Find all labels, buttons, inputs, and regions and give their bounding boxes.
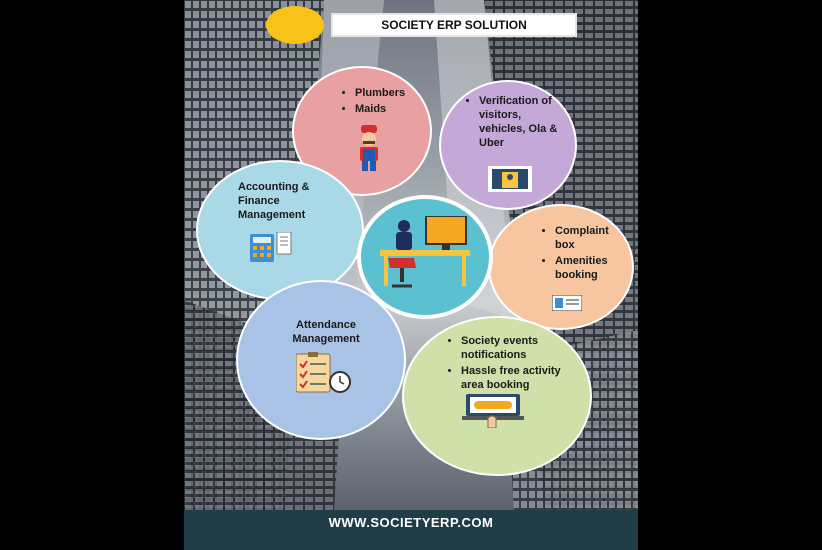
page-title: SOCIETY ERP SOLUTION bbox=[331, 13, 577, 37]
decorative-yellow-oval bbox=[266, 6, 324, 44]
accounting-label: Accounting & Finance Management bbox=[238, 181, 310, 221]
laptop-hand-icon bbox=[462, 394, 524, 428]
complaints-list: Complaint box Amenities booking bbox=[542, 224, 624, 284]
list-item: Verification of visitors, vehicles, Ola … bbox=[479, 94, 566, 150]
staff-list: Plumbers Maids bbox=[342, 86, 432, 118]
list-item: Hassle free activity area booking bbox=[461, 364, 578, 392]
workstation-icon bbox=[380, 216, 470, 288]
visitors-list: Verification of visitors, vehicles, Ola … bbox=[466, 94, 566, 152]
list-item: Maids bbox=[355, 102, 432, 116]
checklist-clock-icon bbox=[296, 352, 351, 393]
plumber-icon bbox=[360, 125, 378, 171]
ticket-icon bbox=[552, 295, 582, 311]
footer-url[interactable]: WWW.SOCIETYERP.COM bbox=[184, 510, 638, 550]
attendance-label: Attendance Management bbox=[292, 319, 360, 345]
list-item: Amenities booking bbox=[555, 254, 624, 282]
list-item: Plumbers bbox=[355, 86, 432, 100]
list-item: Complaint box bbox=[555, 224, 624, 252]
events-list: Society events notifications Hassle free… bbox=[448, 334, 578, 394]
list-item: Society events notifications bbox=[461, 334, 578, 362]
bubble-accounting bbox=[196, 160, 364, 300]
gate-icon bbox=[488, 166, 532, 192]
calculator-icon bbox=[250, 232, 292, 262]
poster: SOCIETY ERP SOLUTION Plumbers Maids Veri… bbox=[184, 0, 638, 550]
